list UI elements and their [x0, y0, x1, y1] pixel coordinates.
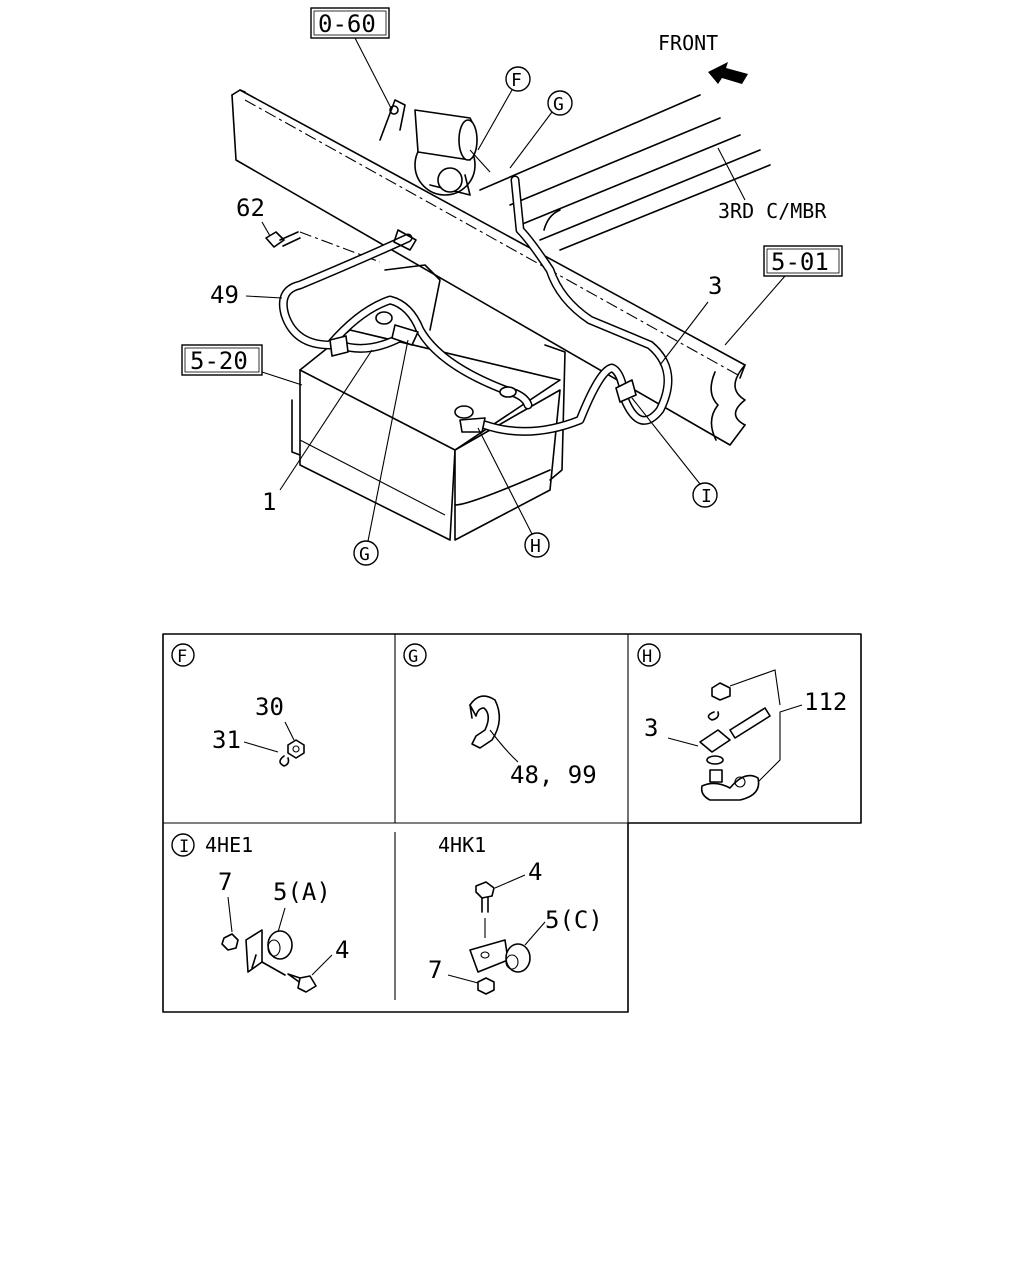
panel-i-4hk1-nut-label: 7	[428, 956, 442, 984]
starter-motor	[379, 99, 491, 196]
detail-marker-f: F	[477, 66, 531, 151]
panel-g-clip-label: 48, 99	[510, 761, 597, 789]
panel-i-4he1-bolt-label: 4	[335, 936, 349, 964]
panel-i-4he1: I 4HE1 7 5(A) 4	[171, 833, 349, 993]
svg-text:G: G	[359, 544, 370, 565]
ref-frame-text: 5-01	[771, 248, 829, 276]
panel-i-4hk1-variant: 4HK1	[438, 833, 486, 857]
nut-icon	[711, 682, 731, 701]
battery-terminals	[375, 311, 517, 433]
panel-i-4hk1-clamp-label: 5(C)	[545, 906, 603, 934]
panel-f-washer-label: 31	[212, 726, 241, 754]
ref-starter-text: 0-60	[318, 10, 376, 38]
panel-i-4he1-variant: 4HE1	[205, 833, 253, 857]
callout-62: 62	[236, 194, 265, 222]
panel-h-cable-label: 3	[644, 714, 658, 742]
nut-icon	[221, 933, 239, 951]
svg-text:I: I	[701, 486, 712, 507]
nut-icon	[477, 977, 495, 995]
detail-marker-h: H	[477, 427, 550, 558]
panel-i-4he1-clamp-label: 5(A)	[273, 878, 331, 906]
third-crossmember	[479, 94, 771, 251]
panel-i-4he1-nut-label: 7	[218, 868, 232, 896]
washer-icon	[279, 755, 290, 767]
callout-49: 49	[210, 281, 239, 309]
detail-marker-g-top: G	[509, 90, 573, 169]
bolt-icon	[475, 881, 495, 899]
main-assembly: FRONT 3RD C/MBR 0-60 5-01 5-20 62 49	[181, 7, 843, 566]
clamp-icon	[245, 929, 263, 973]
panel-g: G 48, 99	[403, 643, 597, 789]
bolt-icon	[297, 975, 317, 993]
crossmember-leader	[717, 147, 746, 201]
crossmember-label: 3RD C/MBR	[718, 199, 827, 223]
panel-i-4hk1: 4HK1 4 5(C) 7	[428, 833, 603, 995]
cable-3	[480, 175, 673, 436]
battery-post-icon	[700, 774, 760, 801]
detail-marker-i: I	[631, 397, 718, 508]
ref-box-frame: 5-01	[724, 245, 843, 346]
detail-marker-g-bottom: G	[353, 339, 409, 566]
ref-box-battery-box: 5-20	[181, 344, 303, 386]
cable-49	[278, 229, 533, 410]
svg-text:I: I	[179, 837, 189, 857]
nut-icon	[287, 739, 305, 759]
svg-text:H: H	[642, 647, 652, 667]
callout-1: 1	[262, 488, 276, 516]
svg-text:G: G	[408, 647, 418, 667]
panel-h: H 112 3	[637, 643, 847, 801]
svg-text:G: G	[553, 94, 564, 115]
panel-f-nut-label: 30	[255, 693, 284, 721]
svg-text:H: H	[530, 536, 541, 557]
washer-icon	[707, 711, 720, 721]
callout-3: 3	[708, 272, 722, 300]
svg-text:F: F	[177, 647, 187, 667]
ref-box-starter: 0-60	[310, 7, 393, 111]
front-label: FRONT	[658, 31, 718, 55]
panel-h-terminal-label: 112	[804, 688, 847, 716]
panel-i-4hk1-bolt-label: 4	[528, 858, 542, 886]
ref-battery-box-text: 5-20	[190, 347, 248, 375]
frame-rail	[231, 89, 746, 446]
panel-f: F 30 31	[171, 643, 305, 767]
terminal-bolt-icon	[729, 707, 771, 739]
front-arrow: FRONT	[658, 31, 748, 84]
front-arrow-icon	[708, 62, 748, 84]
svg-text:F: F	[511, 70, 522, 91]
clip-icon	[469, 695, 501, 749]
detail-panels: F 30 31 G 48, 99 H 112 3	[162, 633, 862, 1013]
